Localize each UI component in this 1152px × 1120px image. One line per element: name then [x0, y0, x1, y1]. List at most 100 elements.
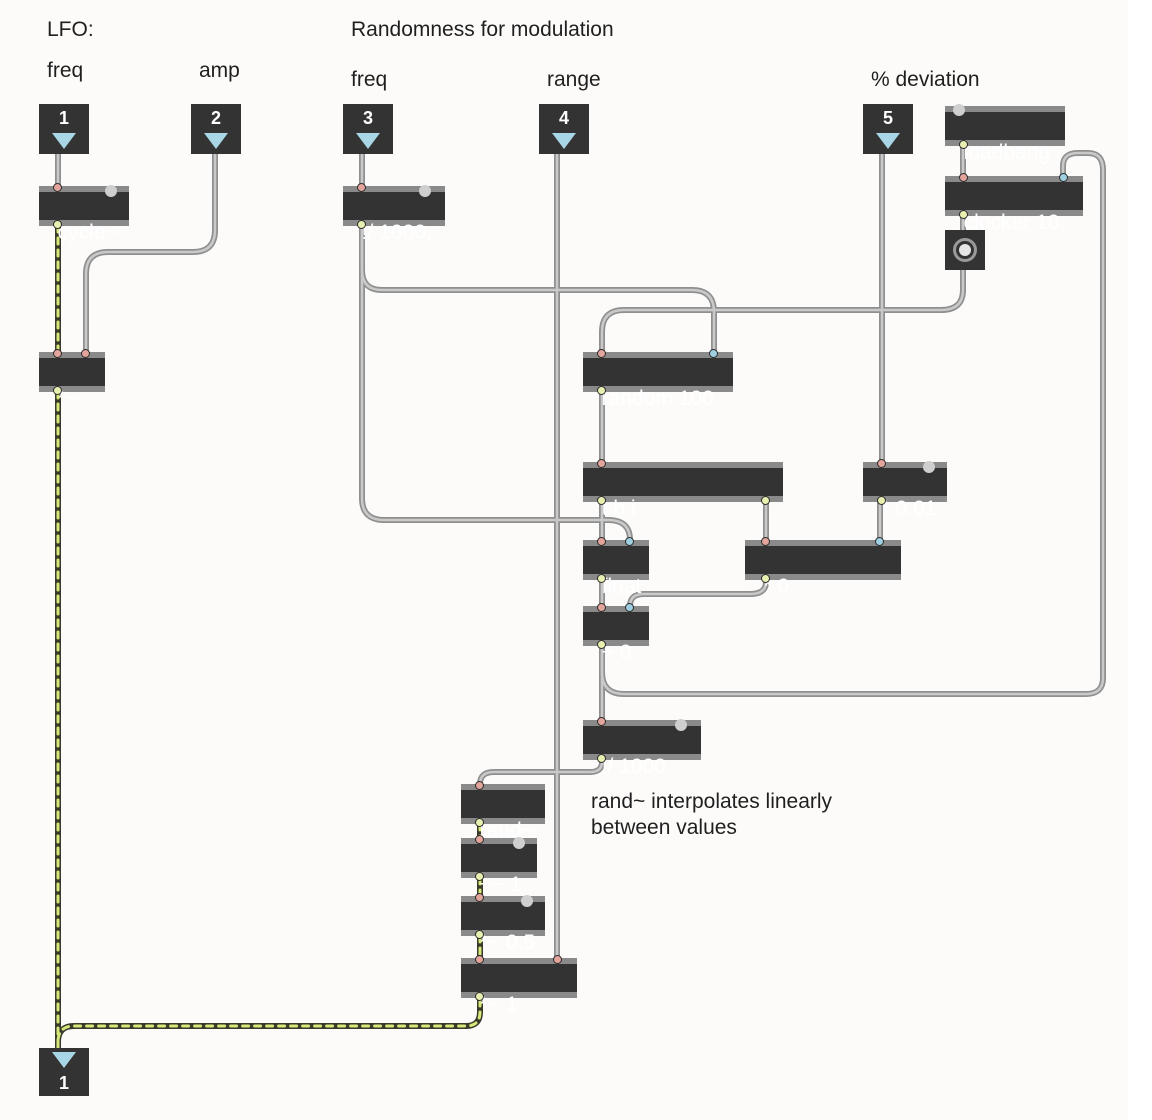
object-text: loadbang — [963, 141, 1051, 164]
inlet-port-knob[interactable] — [521, 895, 533, 907]
inlet-port[interactable] — [959, 173, 968, 182]
signal-multiply-range-object[interactable]: *~ 1. — [461, 955, 577, 1016]
object-text: float — [601, 575, 642, 598]
object-text: random 100 — [601, 387, 714, 410]
loadbang-object[interactable]: loadbang — [945, 104, 1065, 164]
inlet-port[interactable] — [53, 183, 62, 192]
inlet-port[interactable] — [625, 537, 634, 546]
object-text: + 0. — [601, 641, 638, 664]
cycle-object[interactable]: cycle~ — [39, 183, 129, 244]
object-text: * 0. — [763, 575, 796, 598]
outlet-1[interactable]: 1 — [39, 1048, 89, 1096]
outlet-port[interactable] — [53, 220, 62, 229]
inlet-number: 3 — [362, 108, 373, 128]
lfo-title-comment: LFO: — [47, 18, 94, 41]
inlet-number: 1 — [58, 108, 69, 128]
outlet-port[interactable] — [357, 220, 366, 229]
inlet-port[interactable] — [475, 893, 484, 902]
object-text: *~ — [57, 387, 79, 410]
inlet-port[interactable] — [81, 349, 90, 358]
outlet-port[interactable] — [597, 496, 606, 505]
inlet-number: 4 — [558, 108, 569, 128]
multiply-percent-object[interactable]: * 0.01 — [863, 459, 947, 520]
outlet-port[interactable] — [597, 574, 606, 583]
float-object[interactable]: float — [583, 537, 649, 598]
random-range-label: range — [547, 68, 601, 91]
down-triangle-icon — [876, 133, 900, 149]
inlet-port[interactable] — [53, 349, 62, 358]
inlet-port[interactable] — [1059, 173, 1068, 182]
trigger-object[interactable]: t b i — [583, 459, 783, 520]
inlet-2[interactable]: 2 — [191, 104, 241, 154]
add-object[interactable]: + 0. — [583, 603, 649, 664]
lfo-amp-label: amp — [199, 59, 240, 82]
signal-add-object[interactable]: +~ 1. — [461, 835, 537, 896]
down-triangle-icon — [52, 133, 76, 149]
bang-indicator — [959, 244, 971, 256]
outlet-port[interactable] — [597, 386, 606, 395]
inlet-port-knob[interactable] — [513, 837, 525, 849]
inlet-port[interactable] — [475, 835, 484, 844]
object-text: * 0.01 — [881, 497, 937, 520]
inlet-port[interactable] — [877, 459, 886, 468]
inlet-port[interactable] — [709, 349, 718, 358]
outlet-port[interactable] — [475, 930, 484, 939]
inlet-port-knob[interactable] — [419, 185, 431, 197]
outlet-port[interactable] — [475, 992, 484, 1001]
outlet-port[interactable] — [597, 754, 606, 763]
outlet-port[interactable] — [53, 386, 62, 395]
right-edge-strip — [1128, 0, 1152, 1120]
outlet-port[interactable] — [475, 872, 484, 881]
inlet-port[interactable] — [597, 717, 606, 726]
inlet-port-knob[interactable] — [105, 185, 117, 197]
outlet-port[interactable] — [959, 140, 968, 149]
inlet-port[interactable] — [597, 349, 606, 358]
object-text: cycle~ — [57, 221, 118, 244]
inlet-port[interactable] — [475, 955, 484, 964]
inlet-port[interactable] — [597, 603, 606, 612]
inlet-port[interactable] — [625, 603, 634, 612]
signal-multiply-half-object[interactable]: *~ 0.5 — [461, 893, 545, 954]
inlet-port[interactable] — [597, 537, 606, 546]
inlet-port-knob[interactable] — [953, 104, 965, 116]
inlet-port[interactable] — [761, 537, 770, 546]
inlet-port[interactable] — [597, 459, 606, 468]
random-freq-label: freq — [351, 68, 388, 91]
random-object[interactable]: random 100 — [583, 349, 733, 410]
inlet-1[interactable]: 1 — [39, 104, 89, 154]
inlet-port[interactable] — [475, 781, 484, 790]
outlet-port[interactable] — [877, 496, 886, 505]
rand-signal-object[interactable]: rand~ — [461, 781, 545, 842]
inlet-number: 5 — [882, 108, 893, 128]
object-text: *~ 0.5 — [479, 931, 536, 954]
outlet-port[interactable] — [475, 818, 484, 827]
multiply-zero-object[interactable]: * 0. — [745, 537, 901, 598]
inlet-port[interactable] — [357, 183, 366, 192]
bang-button[interactable] — [945, 230, 985, 270]
outlet-port[interactable] — [761, 496, 770, 505]
inlet-port[interactable] — [553, 955, 562, 964]
signal-multiply-object[interactable]: *~ — [39, 349, 105, 410]
object-text: rand~ — [479, 819, 534, 842]
inlet-port-knob[interactable] — [923, 461, 935, 473]
down-triangle-icon — [356, 133, 380, 149]
inlet-5[interactable]: 5 — [863, 104, 913, 154]
deviation-label: % deviation — [871, 68, 980, 91]
inlet-port[interactable] — [875, 537, 884, 546]
signal-cords[interactable] — [55, 223, 483, 1057]
down-triangle-icon — [204, 133, 228, 149]
clocker-object[interactable]: clocker 10. — [945, 173, 1083, 234]
reverse-divide-output-object[interactable]: !/ 1000. — [583, 717, 701, 778]
down-triangle-icon — [52, 1052, 76, 1068]
object-text: !/ 1000. — [361, 221, 432, 244]
outlet-port[interactable] — [761, 574, 770, 583]
inlet-4[interactable]: 4 — [539, 104, 589, 154]
inlet-port-knob[interactable] — [675, 719, 687, 731]
outlet-port[interactable] — [959, 210, 968, 219]
randomness-title-comment: Randomness for modulation — [351, 18, 614, 41]
object-text: !/ 1000. — [601, 755, 672, 778]
outlet-port[interactable] — [597, 640, 606, 649]
inlet-3[interactable]: 3 — [343, 104, 393, 154]
reverse-divide-object[interactable]: !/ 1000. — [343, 183, 445, 244]
